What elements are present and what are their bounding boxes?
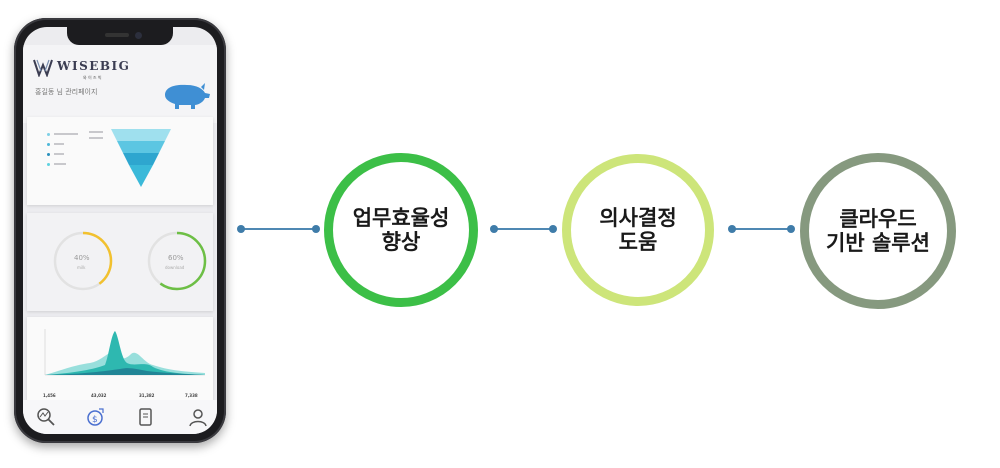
- funnel-card: [27, 117, 213, 205]
- connector-dot: [549, 225, 557, 233]
- flow-step-efficiency: 업무효율성 향상: [324, 153, 478, 307]
- legend-dot: [47, 143, 50, 146]
- tab-profile-icon[interactable]: [187, 406, 209, 428]
- ring-right-value: 60%: [168, 254, 184, 262]
- legend-text: [89, 131, 103, 133]
- wave-chart-card: 1,456 43,032 31,382 7,338: [27, 317, 213, 413]
- stat-value: 43,032: [91, 393, 107, 398]
- legend-text: [89, 137, 103, 139]
- connector-dot: [237, 225, 245, 233]
- connector-dot: [490, 225, 498, 233]
- ring-chart-right: [147, 231, 207, 291]
- speaker: [105, 33, 129, 37]
- legend-dot: [47, 153, 50, 156]
- legend-dot: [47, 163, 50, 166]
- ring-left-value: 40%: [74, 254, 90, 262]
- user-page-label: 홍길동 님 관리페이지: [35, 88, 98, 96]
- legend-text: [54, 143, 64, 145]
- ring-right-label: download: [165, 265, 185, 270]
- legend-dot: [47, 133, 50, 136]
- step-label-line1: 의사결정: [599, 206, 677, 230]
- connector-dot: [728, 225, 736, 233]
- step-label-line1: 업무효율성: [352, 206, 450, 230]
- connector-dot: [312, 225, 320, 233]
- connector-line: [494, 228, 552, 230]
- ring-chart-left: [53, 231, 113, 291]
- legend-text: [54, 153, 64, 155]
- tab-money-icon[interactable]: $: [85, 406, 107, 428]
- pig-icon: [165, 83, 210, 109]
- flow-step-cloud: 클라우드 기반 솔루션: [800, 153, 956, 309]
- app-header: WISEBIG 와 이 즈 빅 홍길동 님 관리페이지: [23, 45, 217, 123]
- brand-name: WISEBIG: [57, 59, 131, 73]
- stat-value: 31,382: [139, 393, 155, 398]
- step-label-line1: 클라우드: [839, 207, 917, 231]
- svg-text:$: $: [92, 415, 98, 425]
- wave-chart: [44, 329, 205, 376]
- legend-text: [54, 133, 78, 135]
- ring-card: 40% milk 60% download: [27, 213, 213, 311]
- stat-value: 1,456: [43, 393, 56, 398]
- legend-text: [54, 163, 66, 165]
- phone-notch: [67, 27, 173, 45]
- tab-document-icon[interactable]: [135, 406, 157, 428]
- phone-screen: WISEBIG 와 이 즈 빅 홍길동 님 관리페이지: [23, 27, 217, 434]
- connector-line: [732, 228, 790, 230]
- phone-mockup: WISEBIG 와 이 즈 빅 홍길동 님 관리페이지: [14, 18, 226, 443]
- brand-subtitle: 와 이 즈 빅: [83, 75, 102, 80]
- step-label-line2: 기반 솔루션: [826, 231, 930, 255]
- connector-dot: [787, 225, 795, 233]
- flow-step-decision: 의사결정 도움: [562, 154, 714, 306]
- stat-value: 7,338: [185, 393, 198, 398]
- tab-search-chart-icon[interactable]: [35, 406, 57, 428]
- connector-line: [242, 228, 316, 230]
- wisebig-logo-icon: [33, 59, 53, 77]
- step-label-line2: 향상: [381, 230, 421, 254]
- funnel-chart: [111, 129, 171, 187]
- step-label-line2: 도움: [618, 230, 658, 254]
- tab-bar: $: [23, 400, 217, 434]
- ring-left-label: milk: [77, 265, 86, 270]
- camera-icon: [135, 32, 142, 39]
